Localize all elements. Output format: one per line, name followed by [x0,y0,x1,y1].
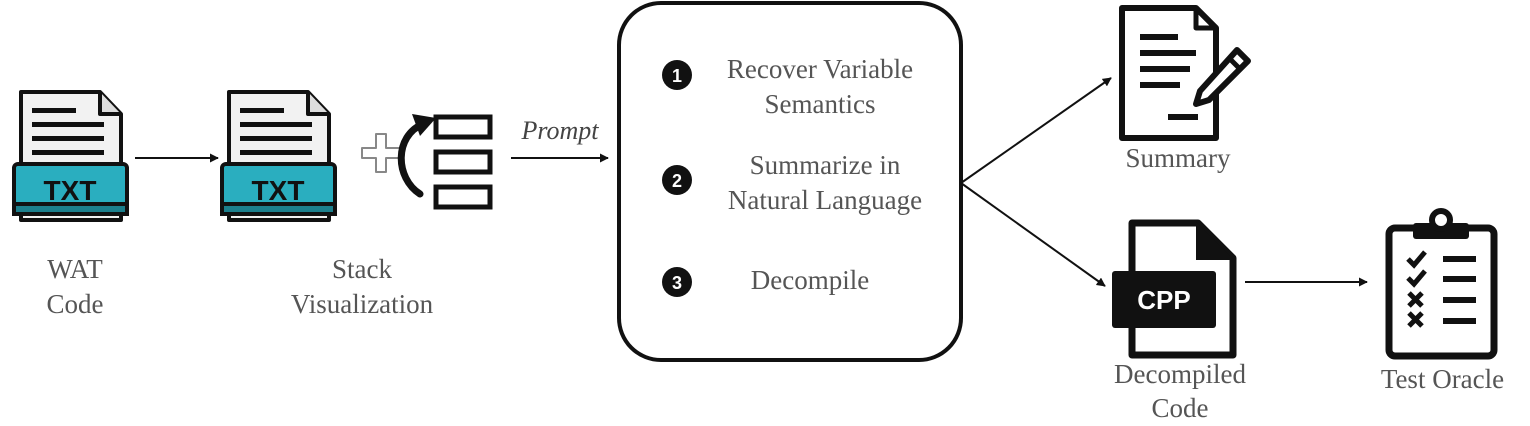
stack-visualization-label: Stack Visualization [290,254,434,320]
test-oracle-label: Test Oracle [1380,364,1505,394]
step-3-text: Decompile [750,265,870,295]
txt-badge: TXT [252,175,305,206]
svg-text:1: 1 [672,66,682,86]
step-3-badge: 3 [662,267,692,297]
wat-code-label: WAT Code [46,254,104,320]
txt-badge: TXT [44,175,97,206]
step-1-badge: 1 [662,60,692,90]
arrow-to-decompiled [960,182,1106,287]
cpp-badge: CPP [1137,285,1190,315]
txt-file-icon: TXT [220,90,337,222]
cpp-file-icon: CPP [1112,219,1237,359]
llm-box [617,1,963,362]
txt-file-icon: TXT [12,90,129,222]
decompiled-code-label: Decompiled Code [1114,359,1246,423]
curved-arrow-icon [397,114,436,198]
stack-icon [433,114,493,210]
svg-text:3: 3 [672,273,682,293]
svg-text:2: 2 [672,171,682,191]
step-2-text: Summarize in Natural Language [727,150,923,216]
pen-icon [1193,47,1251,107]
prompt-label: Prompt [521,116,599,145]
plus-icon [361,133,401,173]
clipboard-checklist-icon [1385,208,1498,360]
summary-document-icon [1119,5,1219,141]
summary-label: Summary [1125,143,1231,173]
arrow-to-summary [960,77,1112,184]
step-1-text: Recover Variable Semantics [726,54,914,120]
step-2-badge: 2 [662,165,692,195]
